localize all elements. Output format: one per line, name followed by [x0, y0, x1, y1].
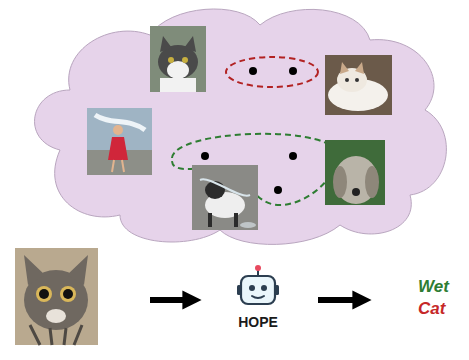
embedding-cloud	[35, 9, 447, 244]
model-name: HOPE	[231, 314, 285, 330]
model-node: HOPE	[231, 264, 285, 330]
output-word: Wet	[418, 277, 449, 297]
input-photo	[15, 248, 98, 345]
flow-arrow	[318, 300, 362, 301]
flow-arrow	[150, 300, 192, 301]
output-word: Cat	[418, 299, 445, 319]
cat-cluster	[226, 57, 318, 87]
cat-photo	[325, 55, 392, 115]
woman-photo	[87, 108, 152, 175]
dog-photo	[192, 165, 258, 230]
dog-photo	[325, 140, 385, 205]
cat-photo	[150, 26, 206, 92]
robot-icon	[235, 264, 281, 310]
